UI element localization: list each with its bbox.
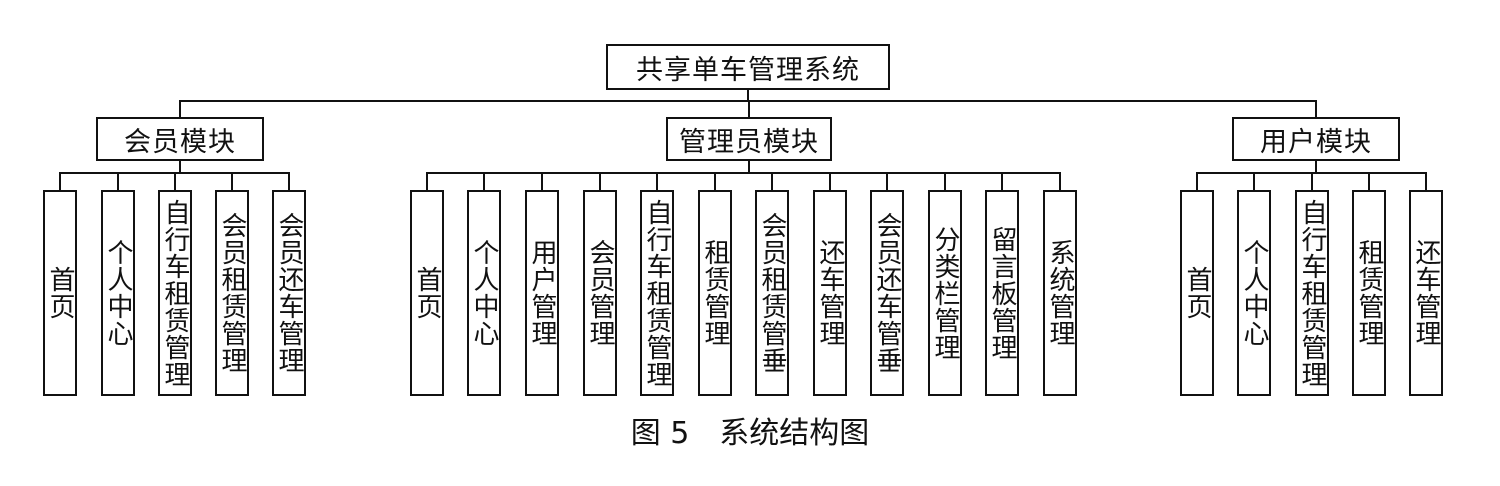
leaf-label: 会员还车管理 <box>274 212 304 374</box>
module-drop-line <box>179 100 181 117</box>
leaf-label: 会员管理 <box>585 239 615 347</box>
leaf-drop-line <box>1425 172 1427 190</box>
leaf-node: 用户管理 <box>525 190 559 396</box>
leaf-label: 个人中心 <box>103 239 133 347</box>
leaf-drop-line <box>117 172 119 190</box>
leaf-drop-line <box>426 172 428 190</box>
leaf-drop-line <box>771 172 773 190</box>
leaf-node: 会员还车管垂 <box>870 190 904 396</box>
leaf-node: 首页 <box>43 190 77 396</box>
leaf-label: 系统管理 <box>1045 239 1075 347</box>
leaf-node: 个人中心 <box>467 190 501 396</box>
leaf-drop-line <box>1368 172 1370 190</box>
leaf-drop-line <box>1196 172 1198 190</box>
leaf-drop-line <box>599 172 601 190</box>
leaf-node: 会员还车管理 <box>272 190 306 396</box>
leaf-node: 留言板管理 <box>985 190 1019 396</box>
module-node-member: 会员模块 <box>96 117 264 161</box>
root-stem-line <box>747 90 749 102</box>
leaf-node: 个人中心 <box>101 190 135 396</box>
leaf-label: 租赁管理 <box>1354 239 1384 347</box>
figure-caption: 图 5 系统结构图 <box>630 416 870 451</box>
leaf-drop-line <box>174 172 176 190</box>
leaf-drop-line <box>886 172 888 190</box>
module-label: 管理员模块 <box>679 126 819 158</box>
leaf-label: 还车管理 <box>815 239 845 347</box>
root-node: 共享单车管理系统 <box>606 44 890 90</box>
leaf-label: 自行车租赁管理 <box>642 198 672 388</box>
leaf-label: 会员还车管垂 <box>872 212 902 374</box>
leaf-node: 分类栏管理 <box>928 190 962 396</box>
leaf-node: 会员租赁管理 <box>215 190 249 396</box>
leaf-bus-line <box>426 172 1061 174</box>
leaf-label: 个人中心 <box>469 239 499 347</box>
leaf-label: 首页 <box>412 266 442 320</box>
leaf-node: 自行车租赁管理 <box>158 190 192 396</box>
module-stem-line <box>748 161 750 174</box>
leaf-label: 首页 <box>1182 266 1212 320</box>
leaf-drop-line <box>1001 172 1003 190</box>
leaf-node: 首页 <box>1180 190 1214 396</box>
leaf-label: 会员租赁管垂 <box>757 212 787 374</box>
leaf-drop-line <box>483 172 485 190</box>
leaf-label: 自行车租赁管理 <box>160 198 190 388</box>
leaf-node: 还车管理 <box>813 190 847 396</box>
leaf-drop-line <box>541 172 543 190</box>
leaf-node: 会员管理 <box>583 190 617 396</box>
module-node-user: 用户模块 <box>1232 117 1400 161</box>
leaf-label: 分类栏管理 <box>930 225 960 361</box>
leaf-node: 租赁管理 <box>1352 190 1386 396</box>
leaf-label: 首页 <box>45 266 75 320</box>
leaf-node: 还车管理 <box>1409 190 1443 396</box>
root-label: 共享单车管理系统 <box>636 54 860 86</box>
leaf-drop-line <box>288 172 290 190</box>
leaf-label: 会员租赁管理 <box>217 212 247 374</box>
leaf-label: 自行车租赁管理 <box>1297 198 1327 388</box>
leaf-label: 用户管理 <box>527 239 557 347</box>
module-label: 用户模块 <box>1260 126 1372 158</box>
module-label: 会员模块 <box>124 126 236 158</box>
leaf-node: 会员租赁管垂 <box>755 190 789 396</box>
leaf-node: 自行车租赁管理 <box>1295 190 1329 396</box>
leaf-node: 个人中心 <box>1237 190 1271 396</box>
leaf-label: 还车管理 <box>1411 239 1441 347</box>
leaf-node: 系统管理 <box>1043 190 1077 396</box>
leaf-drop-line <box>1059 172 1061 190</box>
module-stem-line <box>179 161 181 174</box>
module-stem-line <box>1315 161 1317 174</box>
leaf-drop-line <box>829 172 831 190</box>
module-node-admin: 管理员模块 <box>666 117 832 161</box>
leaf-node: 首页 <box>410 190 444 396</box>
leaf-label: 个人中心 <box>1239 239 1269 347</box>
leaf-label: 租赁管理 <box>700 239 730 347</box>
leaf-drop-line <box>714 172 716 190</box>
leaf-node: 租赁管理 <box>698 190 732 396</box>
leaf-drop-line <box>59 172 61 190</box>
leaf-label: 留言板管理 <box>987 225 1017 361</box>
module-drop-line <box>1315 100 1317 117</box>
module-drop-line <box>748 100 750 117</box>
leaf-drop-line <box>1311 172 1313 190</box>
leaf-drop-line <box>656 172 658 190</box>
leaf-node: 自行车租赁管理 <box>640 190 674 396</box>
leaf-drop-line <box>944 172 946 190</box>
leaf-drop-line <box>1253 172 1255 190</box>
leaf-drop-line <box>231 172 233 190</box>
